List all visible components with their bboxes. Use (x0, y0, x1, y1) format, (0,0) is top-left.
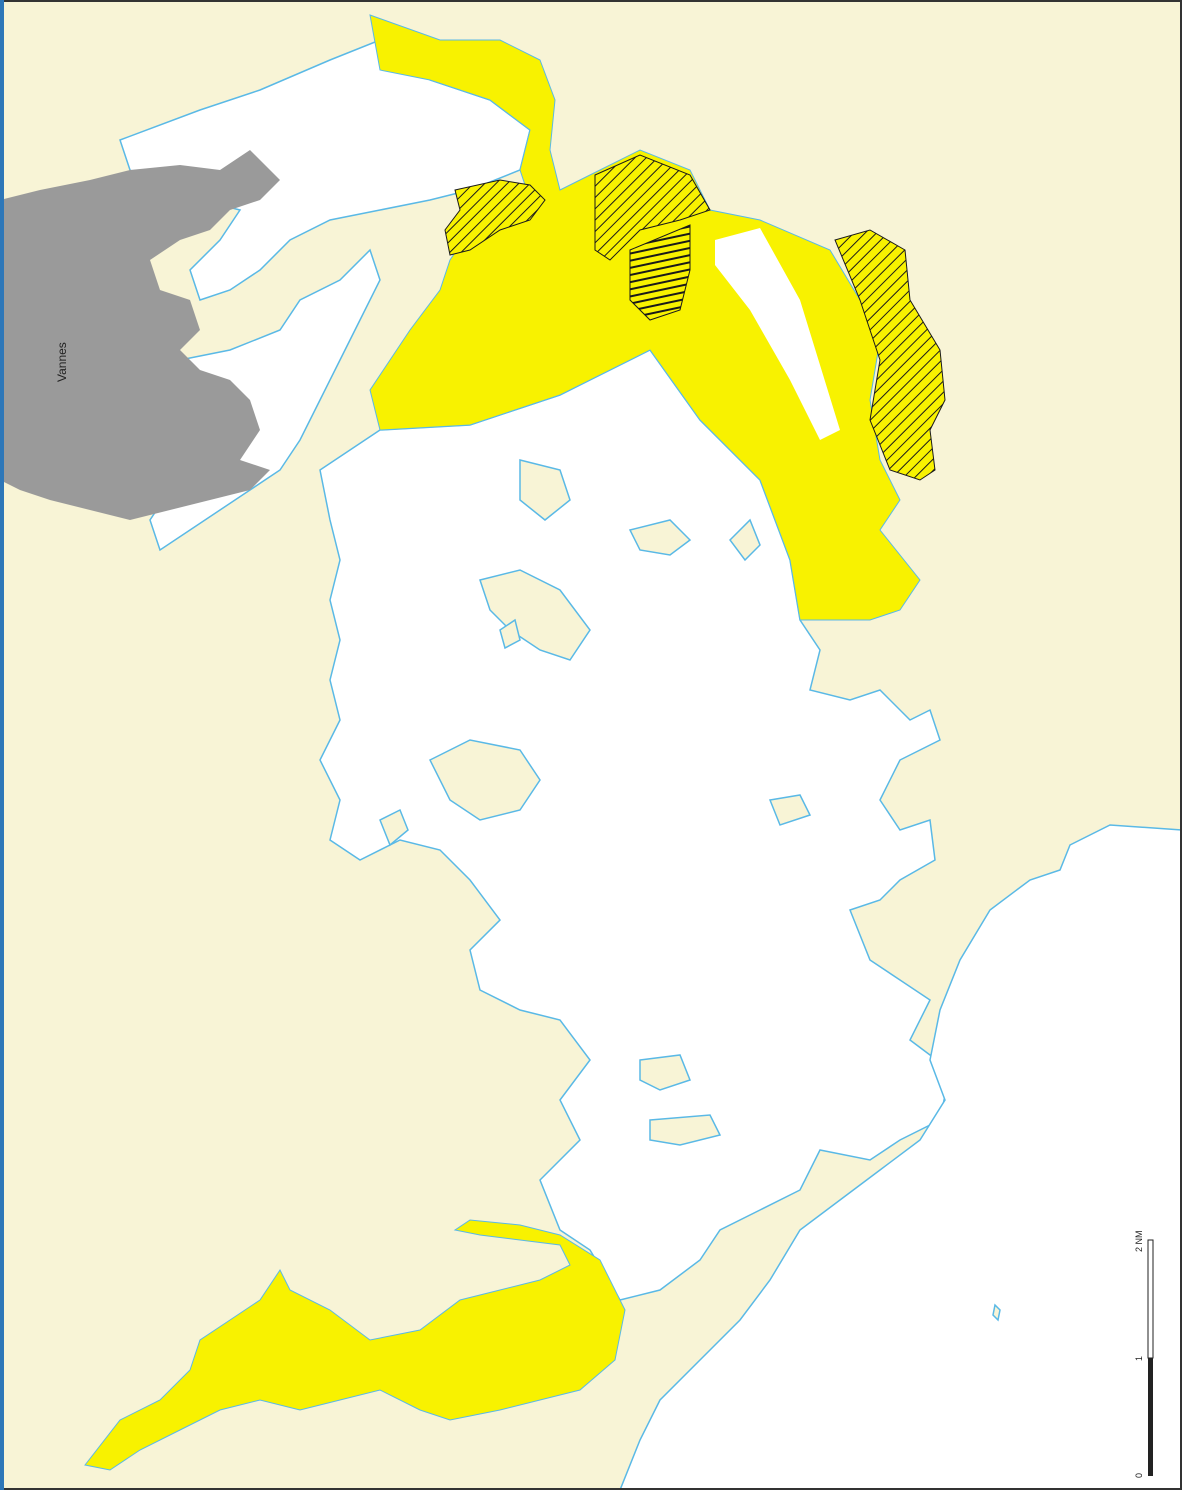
urban-area-vannes (0, 150, 280, 520)
hatched-zone-northwest[interactable] (444, 179, 546, 256)
shellfish-zone-south[interactable] (84, 1219, 626, 1471)
island (729, 518, 761, 562)
island (649, 1114, 722, 1146)
island (428, 739, 541, 821)
scale-label-2nm: 2 NM (1134, 1230, 1144, 1252)
hatched-zone-north[interactable] (594, 154, 711, 261)
island (499, 618, 521, 650)
island (628, 519, 692, 556)
island (768, 794, 812, 826)
island (992, 1303, 1001, 1322)
gulf-water (319, 349, 951, 1301)
island (639, 1054, 691, 1091)
hatched-zone-east[interactable] (834, 229, 946, 481)
island (379, 808, 409, 847)
scale-label-1: 1 (1134, 1356, 1144, 1361)
hatched-zone-center[interactable] (629, 224, 691, 321)
open-sea-water (619, 824, 1182, 1490)
scale-bar-segment-upper (1147, 1239, 1154, 1359)
city-label-vannes: Vannes (55, 342, 69, 382)
islands-group (379, 459, 1001, 1322)
scale-label-0: 0 (1134, 1473, 1144, 1478)
island (479, 569, 591, 661)
navigation-channel (715, 228, 840, 440)
map-border-left-accent (0, 0, 4, 1490)
scale-bar: 0 1 2 NM (1134, 1230, 1154, 1478)
scale-bar-segment-lower (1148, 1358, 1153, 1476)
island (519, 459, 571, 521)
